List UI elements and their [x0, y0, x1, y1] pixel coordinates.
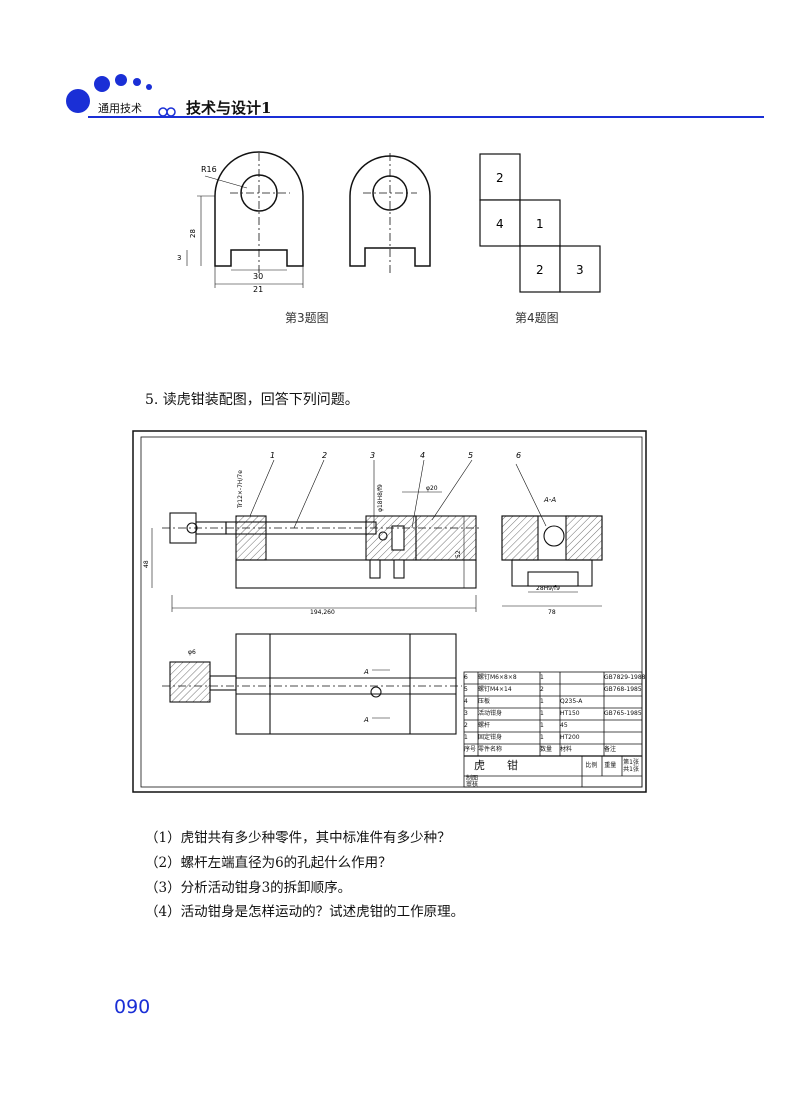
dim-52: 52 — [455, 550, 462, 558]
figure3-drawing: R16 28 3 30 21 — [177, 151, 431, 294]
title-block-name: 虎 钳 — [474, 759, 518, 772]
title-block-cell-no: 4 — [464, 698, 468, 705]
header-dot-large — [66, 89, 90, 113]
title-block-cell-name: 固定钳身 — [478, 734, 503, 741]
dim-phi20: φ20 — [426, 485, 438, 492]
dim-3: 3 — [177, 254, 181, 262]
title-block-cell-name: 压板 — [478, 698, 491, 705]
title-block-row: 5 螺钉M4×14 2 GB768-1985 — [464, 684, 642, 696]
callout-4: 4 — [420, 451, 425, 460]
sub-question-1: （1）虎钳共有多少种零件，其中标准件有多少种？ — [145, 830, 451, 846]
grid-cell-a: 2 — [496, 171, 504, 185]
header-rule — [88, 116, 764, 118]
dim-fit-18: φ18H8/f9 — [377, 484, 384, 512]
title-block-cell-material: HT150 — [560, 710, 580, 717]
grid-cell-d: 2 — [536, 263, 544, 277]
dim-r16: R16 — [201, 165, 217, 174]
dim-194: 194,260 — [310, 609, 335, 616]
title-block-cell-name: 螺杆 — [478, 722, 491, 729]
title-block-cell-note: GB7829-1988 — [604, 674, 646, 681]
section-mark-a-bottom: A — [363, 716, 369, 724]
title-block-cell-note — [604, 720, 642, 732]
callout-3: 3 — [370, 451, 375, 460]
title-block-cell-material: HT200 — [560, 734, 580, 741]
sub-question-2: （2）螺杆左端直径为6的孔起什么作用？ — [145, 855, 392, 871]
callout-5: 5 — [468, 451, 473, 460]
title-block-cell-qty: 1 — [540, 698, 544, 705]
section-label: 通用技术 — [98, 102, 142, 115]
header-dot-2 — [115, 74, 127, 86]
section-mark-a-top: A — [363, 668, 369, 676]
page-number: 090 — [114, 996, 151, 1018]
title-block-cell-no: 2 — [464, 722, 468, 729]
title-block-cell-note — [604, 696, 642, 708]
callout-1: 1 — [270, 451, 275, 460]
title-block-row: 2 螺杆 1 45 — [464, 720, 642, 732]
title-block-cell-name: 活动钳身 — [478, 710, 503, 717]
title-block-row: 4 压板 1 Q235-A — [464, 696, 642, 708]
dim-phi6: φ6 — [188, 649, 196, 656]
question5-prompt: 5. 读虎钳装配图，回答下列问题。 — [145, 392, 359, 408]
figure4-grid: 2 4 1 2 3 — [479, 153, 601, 293]
title-block-cell-note: GB765-1985 — [604, 710, 642, 717]
section-label-aa: A-A — [543, 496, 556, 504]
title-block-cell-name: 螺钉M6×8×8 — [478, 674, 517, 681]
book-title: 技术与设计1 — [186, 99, 272, 117]
title-block-cell-qty: 1 — [540, 722, 544, 729]
title-block-header-row: 序号 零件名称 数量 材料 备注 — [464, 746, 617, 753]
title-block-cell-qty: 2 — [540, 686, 544, 693]
title-block-cell-no: 5 — [464, 686, 468, 693]
title-block-cell-material: 45 — [560, 722, 568, 729]
title-block-row: 1 固定钳身 1 HT200 — [464, 732, 642, 744]
header-dot-3 — [133, 78, 141, 86]
title-block-cell-qty: 1 — [540, 734, 544, 741]
figure4-caption: 第4题图 — [515, 311, 559, 325]
title-block-row: 6 螺钉M6×8×8 1 GB7829-1988 — [464, 672, 646, 684]
title-block-cell-no: 3 — [464, 710, 468, 717]
sub-question-4: （4）活动钳身是怎样运动的？试述虎钳的工作原理。 — [145, 904, 465, 920]
grid-cell-b: 4 — [496, 217, 504, 231]
dim-21: 21 — [253, 285, 263, 294]
grid-cell-c: 1 — [536, 217, 544, 231]
title-block-cell-note — [604, 732, 642, 744]
vise-assembly-drawing: 1 2 3 4 5 6 Tr12×-7H/7e φ18H8/f9 φ20 48 … — [132, 430, 647, 793]
dim-thread: Tr12×-7H/7e — [237, 470, 244, 509]
grid-cell-e: 3 — [576, 263, 584, 277]
dim-30: 30 — [253, 272, 263, 281]
section-badge-icon — [158, 102, 176, 117]
callout-6: 6 — [516, 451, 521, 460]
dim-48: 48 — [143, 560, 150, 568]
sub-question-3: （3）分析活动钳身3的拆卸顺序。 — [145, 880, 352, 896]
title-block-cell-qty: 1 — [540, 674, 544, 681]
title-block-row: 3 活动钳身 1 HT150 GB765-1985 — [464, 708, 642, 720]
title-block-cell-qty: 1 — [540, 710, 544, 717]
header-dot-1 — [94, 76, 110, 92]
title-block-cell-no: 1 — [464, 734, 468, 741]
dim-28h9: 28H9/f9 — [536, 585, 560, 592]
figure3-caption: 第3题图 — [285, 311, 329, 325]
title-block-text: 6 螺钉M6×8×8 1 GB7829-1988 5 螺钉M4×14 2 GB768-1985… — [464, 672, 646, 788]
callout-2: 2 — [322, 451, 327, 460]
header-dot-4 — [146, 84, 152, 90]
title-block-cell-name: 螺钉M4×14 — [478, 686, 512, 693]
title-block-cell-no: 6 — [464, 674, 468, 681]
dim-78: 78 — [548, 609, 556, 616]
title-block-cell-material — [560, 672, 604, 684]
title-block-cell-material: Q235-A — [560, 698, 583, 705]
dim-28: 28 — [189, 229, 197, 238]
title-block-cell-note: GB768-1985 — [604, 686, 642, 693]
title-block-cell-material — [560, 684, 604, 696]
